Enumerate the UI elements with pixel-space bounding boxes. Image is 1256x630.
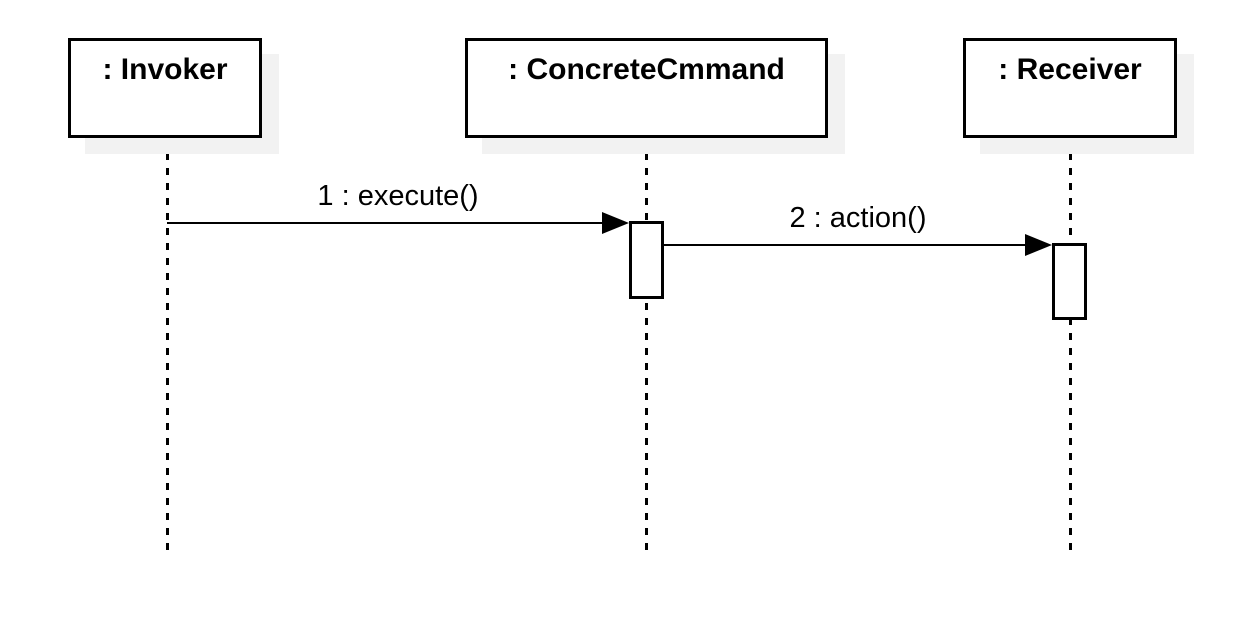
lifeline-invoker [166,138,169,555]
arrowhead-icon [602,212,629,234]
actor-label-receiver: : Receiver [998,53,1142,86]
activation-bar-receiver [1052,243,1087,320]
lifeline-receiver [1069,138,1072,555]
actor-box-invoker: : Invoker [68,38,262,138]
activation-bar-concrete-cmmand [629,221,664,299]
actor-label-concrete-cmmand: : ConcreteCmmand [508,53,785,86]
actor-box-concrete-cmmand: : ConcreteCmmand [465,38,828,138]
lifeline-concrete-cmmand [645,138,648,555]
message-label-action: 2 : action() [789,202,927,234]
actor-label-invoker: : Invoker [102,53,228,86]
arrowhead-icon [1025,234,1052,256]
message-line-execute [167,222,603,224]
message-label-execute: 1 : execute() [317,180,479,212]
actor-box-receiver: : Receiver [963,38,1177,138]
message-line-action [664,244,1025,246]
